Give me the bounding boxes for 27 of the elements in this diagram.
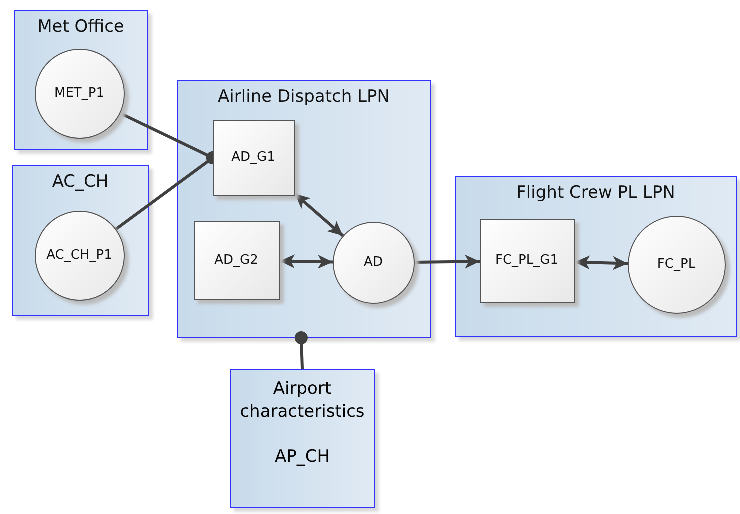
group-container — [177, 80, 431, 338]
node-label: FC_PL — [657, 257, 696, 272]
process-box — [480, 218, 574, 302]
group-container — [14, 10, 148, 150]
connector — [414, 254, 480, 269]
component-name: Airport characteristics — [239, 378, 366, 424]
connector — [294, 332, 308, 370]
group-container — [12, 165, 149, 316]
connector — [574, 256, 628, 270]
connector — [294, 192, 344, 238]
process-circle — [332, 222, 414, 304]
node-label: FC_PL_G1 — [496, 253, 558, 268]
process-box — [194, 220, 280, 300]
group-title: AC_CH — [51, 172, 110, 192]
connector — [280, 254, 334, 269]
node-label: AD_G1 — [232, 150, 276, 165]
node-label: AD — [364, 255, 383, 270]
node-label: MET_P1 — [54, 86, 104, 101]
group-title: Flight Crew PL LPN — [516, 183, 676, 203]
process-box — [212, 120, 294, 196]
component-id: AP_CH — [274, 446, 330, 469]
component-box — [230, 369, 375, 508]
group-title: Met Office — [36, 17, 126, 37]
group-title: Airline Dispatch LPN — [217, 87, 391, 107]
node-label: AC_CH_P1 — [46, 248, 112, 263]
group-container — [455, 176, 737, 337]
node-label: AD_G2 — [214, 252, 258, 268]
